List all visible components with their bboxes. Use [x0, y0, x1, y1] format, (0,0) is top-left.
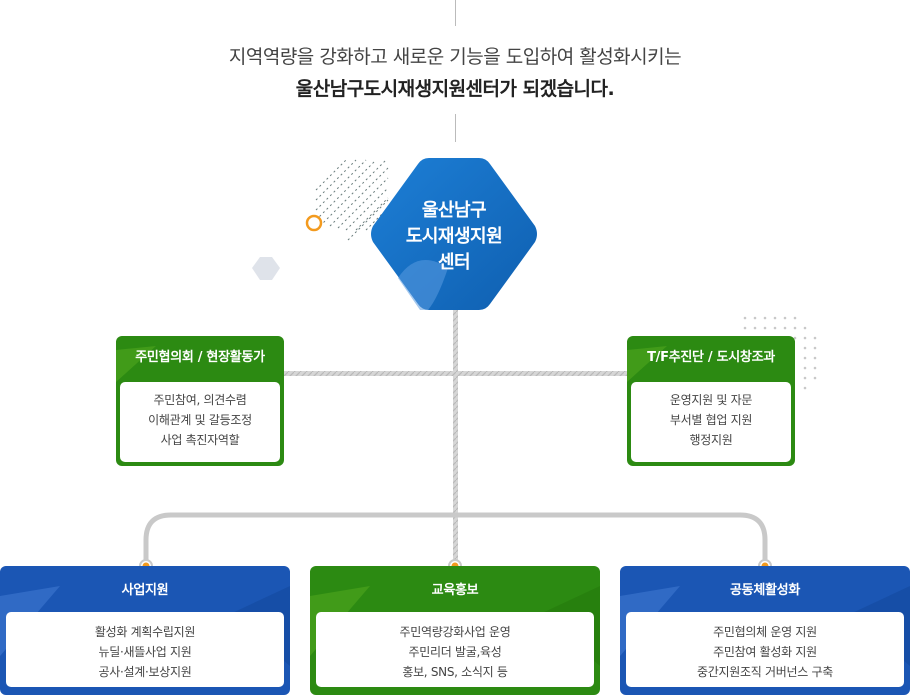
- bottom-box-item: 중간지원조직 거버넌스 구축: [697, 665, 833, 679]
- center-label: 울산남구 도시재생지원 센터: [368, 198, 540, 276]
- bottom-box-title: 사업지원: [121, 583, 169, 598]
- bottom-box-title: 공동체활성화: [730, 583, 800, 598]
- decor-orange-ring: [305, 214, 323, 232]
- bottom-box-community: 공동체활성화 주민협의체 운영 지원 주민참여 활성화 지원 중간지원조직 거버…: [620, 566, 910, 695]
- side-box-item: 운영지원 및 자문: [669, 393, 753, 407]
- trunk-line: [453, 308, 458, 566]
- center-label-line: 울산남구: [421, 200, 487, 221]
- side-box-body: 운영지원 및 자문 부서별 협업 지원 행정지원: [631, 382, 791, 462]
- side-box-taskforce: T/F추진단 / 도시창조과 운영지원 및 자문 부서별 협업 지원 행정지원: [627, 336, 795, 466]
- side-box-item: 부서별 협업 지원: [669, 413, 753, 427]
- bottom-box-item: 뉴딜·새뜰사업 지원: [98, 645, 192, 659]
- bottom-box-title: 교육홍보: [431, 583, 479, 598]
- bottom-box-item: 홍보, SNS, 소식지 등: [402, 665, 508, 679]
- mid-connector-line: [455, 114, 456, 142]
- side-connector: [284, 371, 627, 376]
- decor-grey-hexagon: [252, 257, 280, 280]
- intro-line-1: 지역역량을 강화하고 새로운 기능을 도입하여 활성화시키는: [228, 46, 682, 68]
- bottom-box-body: 주민협의체 운영 지원 주민참여 활성화 지원 중간지원조직 거버넌스 구축: [626, 612, 904, 687]
- top-connector-line: [455, 0, 456, 26]
- bottom-box-body: 주민역량강화사업 운영 주민리더 발굴,육성 홍보, SNS, 소식지 등: [316, 612, 594, 687]
- center-hexagon: [371, 158, 537, 310]
- bottom-box-item: 주민협의체 운영 지원: [713, 625, 817, 639]
- bottom-box-education-pr: 교육홍보 주민역량강화사업 운영 주민리더 발굴,육성 홍보, SNS, 소식지…: [310, 566, 600, 695]
- bottom-box-item: 주민참여 활성화 지원: [713, 645, 817, 659]
- decor-dot-grid: [743, 316, 817, 390]
- bottom-box-item: 공사·설계·보상지원: [98, 665, 192, 679]
- bottom-box-body: 활성화 계획수립지원 뉴딜·새뜰사업 지원 공사·설계·보상지원: [6, 612, 284, 687]
- bottom-box-item: 활성화 계획수립지원: [94, 625, 196, 639]
- intro-line-2: 울산남구도시재생지원센터가 되겠습니다.: [295, 78, 615, 100]
- side-box-council: 주민협의회 / 현장활동가 주민참여, 의견수렴 이해관계 및 갈등조정 사업 …: [116, 336, 284, 466]
- bottom-box-item: 주민리더 발굴,육성: [408, 645, 502, 659]
- bottom-box-project-support: 사업지원 활성화 계획수립지원 뉴딜·새뜰사업 지원 공사·설계·보상지원: [0, 566, 290, 695]
- side-box-item: 사업 촉진자역할: [160, 433, 240, 447]
- side-box-title: 주민협의회 / 현장활동가: [135, 350, 265, 365]
- side-box-body: 주민참여, 의견수렴 이해관계 및 갈등조정 사업 촉진자역할: [120, 382, 280, 462]
- bottom-box-item: 주민역량강화사업 운영: [399, 625, 511, 639]
- side-box-title: T/F추진단 / 도시창조과: [647, 350, 775, 365]
- center-label-line: 도시재생지원: [405, 226, 503, 247]
- center-label-line: 센터: [437, 252, 471, 273]
- decor-dashes: [315, 159, 389, 241]
- side-box-item: 이해관계 및 갈등조정: [148, 413, 252, 427]
- side-box-item: 행정지원: [689, 433, 733, 447]
- side-box-item: 주민참여, 의견수렴: [153, 393, 247, 407]
- branch-connector: [143, 512, 768, 566]
